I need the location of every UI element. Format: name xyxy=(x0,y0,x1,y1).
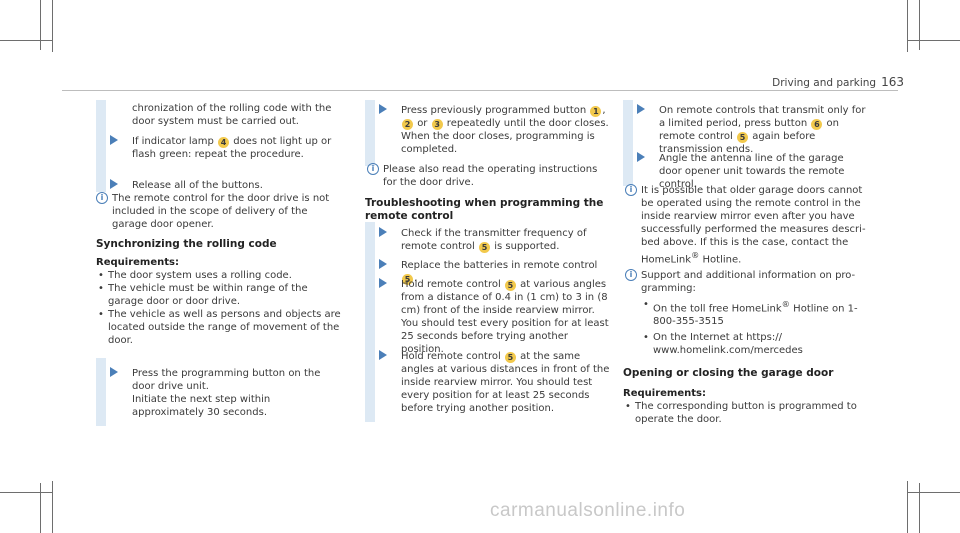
step-hold-distances: Hold remote control 5 at the same angles… xyxy=(365,350,610,415)
step-release: Release all of the buttons. xyxy=(96,179,341,192)
info-icon: i xyxy=(367,163,379,175)
crop-mark xyxy=(919,0,920,50)
header-rule xyxy=(62,90,898,91)
step-bar xyxy=(365,100,375,166)
section-title: Driving and parking xyxy=(772,77,877,89)
callout-5: 5 xyxy=(402,274,413,285)
crop-mark xyxy=(919,483,920,533)
step-arrow-icon xyxy=(110,135,118,145)
list-item: The door system uses a rolling code. xyxy=(96,269,341,282)
crop-mark xyxy=(908,40,960,41)
step-bar xyxy=(96,100,106,134)
column-1: chronization of the rolling code with th… xyxy=(96,100,341,430)
list-item: The vehicle must be within range of the … xyxy=(96,282,341,308)
crop-mark xyxy=(907,0,908,52)
section-heading: Opening or closing the garage door xyxy=(623,367,834,379)
step-arrow-icon xyxy=(379,350,387,360)
list-item: The corresponding button is programmed t… xyxy=(623,400,868,426)
step-replace-batteries: Replace the batteries in remote control … xyxy=(365,259,610,285)
list-item: The vehicle as well as persons and objec… xyxy=(96,308,341,347)
crop-mark xyxy=(0,40,52,41)
requirements-list: The corresponding button is programmed t… xyxy=(623,400,868,426)
step-indicator-lamp: If indicator lamp 4 does not light up or… xyxy=(96,135,341,161)
note-older-doors: i It is possible that older garage doors… xyxy=(623,184,868,266)
homelink-url: www.homelink.com/mercedes xyxy=(653,345,803,357)
info-icon: i xyxy=(96,192,108,204)
section-heading: Synchronizing the rolling code xyxy=(96,238,277,250)
step-check-frequency: Check if the transmitter frequency of re… xyxy=(365,227,610,253)
step-hold-angles: Hold remote control 5 at various angles … xyxy=(365,278,610,356)
step-bar xyxy=(623,100,633,186)
callout-5: 5 xyxy=(504,280,516,291)
intro-text: chronization of the rolling code with th… xyxy=(132,103,332,127)
note-remote: i The remote control for the door drive … xyxy=(96,192,341,231)
note-operating: i Please also read the operating instruc… xyxy=(365,163,610,189)
list-item: On the toll free HomeLink® Hotline on 1-… xyxy=(641,298,868,328)
callout-4: 4 xyxy=(218,137,230,148)
info-icon: i xyxy=(625,184,637,196)
callout-3: 3 xyxy=(431,119,443,130)
callout-1: 1 xyxy=(590,106,602,117)
crop-mark xyxy=(52,481,53,533)
callout-6: 6 xyxy=(811,119,823,130)
page-header: Driving and parking 163 xyxy=(772,75,904,89)
callout-5: 5 xyxy=(737,132,749,143)
callout-5: 5 xyxy=(479,242,491,253)
watermark: carmanualsonline.info xyxy=(490,500,686,521)
step-arrow-icon xyxy=(379,278,387,288)
page-number: 163 xyxy=(881,75,904,89)
step-bar xyxy=(96,358,106,426)
step-press-button: Press previously programmed button 1, 2 … xyxy=(365,104,610,156)
list-item: On the Internet at https://www.homelink.… xyxy=(641,331,868,357)
crop-mark xyxy=(40,483,41,533)
step-programming: Press the programming button on the door… xyxy=(96,367,341,419)
step-arrow-icon xyxy=(379,104,387,114)
step-arrow-icon xyxy=(637,152,645,162)
step-arrow-icon xyxy=(379,227,387,237)
info-icon: i xyxy=(625,269,637,281)
step-limited-period: On remote controls that transmit only fo… xyxy=(623,104,868,156)
step-bar xyxy=(96,134,106,172)
step-arrow-icon xyxy=(110,367,118,377)
section-heading: Troubleshooting when programming the rem… xyxy=(365,197,604,222)
callout-2: 2 xyxy=(402,119,413,130)
step-arrow-icon xyxy=(379,259,387,269)
step-angle-antenna: Angle the antenna line of the garage doo… xyxy=(623,152,868,191)
crop-mark xyxy=(907,481,908,533)
requirements-label: Requirements: xyxy=(623,388,706,399)
step-bar xyxy=(96,172,106,192)
step-arrow-icon xyxy=(637,104,645,114)
crop-mark xyxy=(908,492,960,493)
requirements-label: Requirements: xyxy=(96,257,179,268)
callout-5: 5 xyxy=(504,352,516,363)
step-arrow-icon xyxy=(110,179,118,189)
requirements-list: The door system uses a rolling code. The… xyxy=(96,269,341,347)
step-bar xyxy=(365,222,375,422)
crop-mark xyxy=(40,0,41,50)
crop-mark xyxy=(52,0,53,52)
note-support: i Support and additional information on … xyxy=(623,269,868,357)
crop-mark xyxy=(0,492,52,493)
